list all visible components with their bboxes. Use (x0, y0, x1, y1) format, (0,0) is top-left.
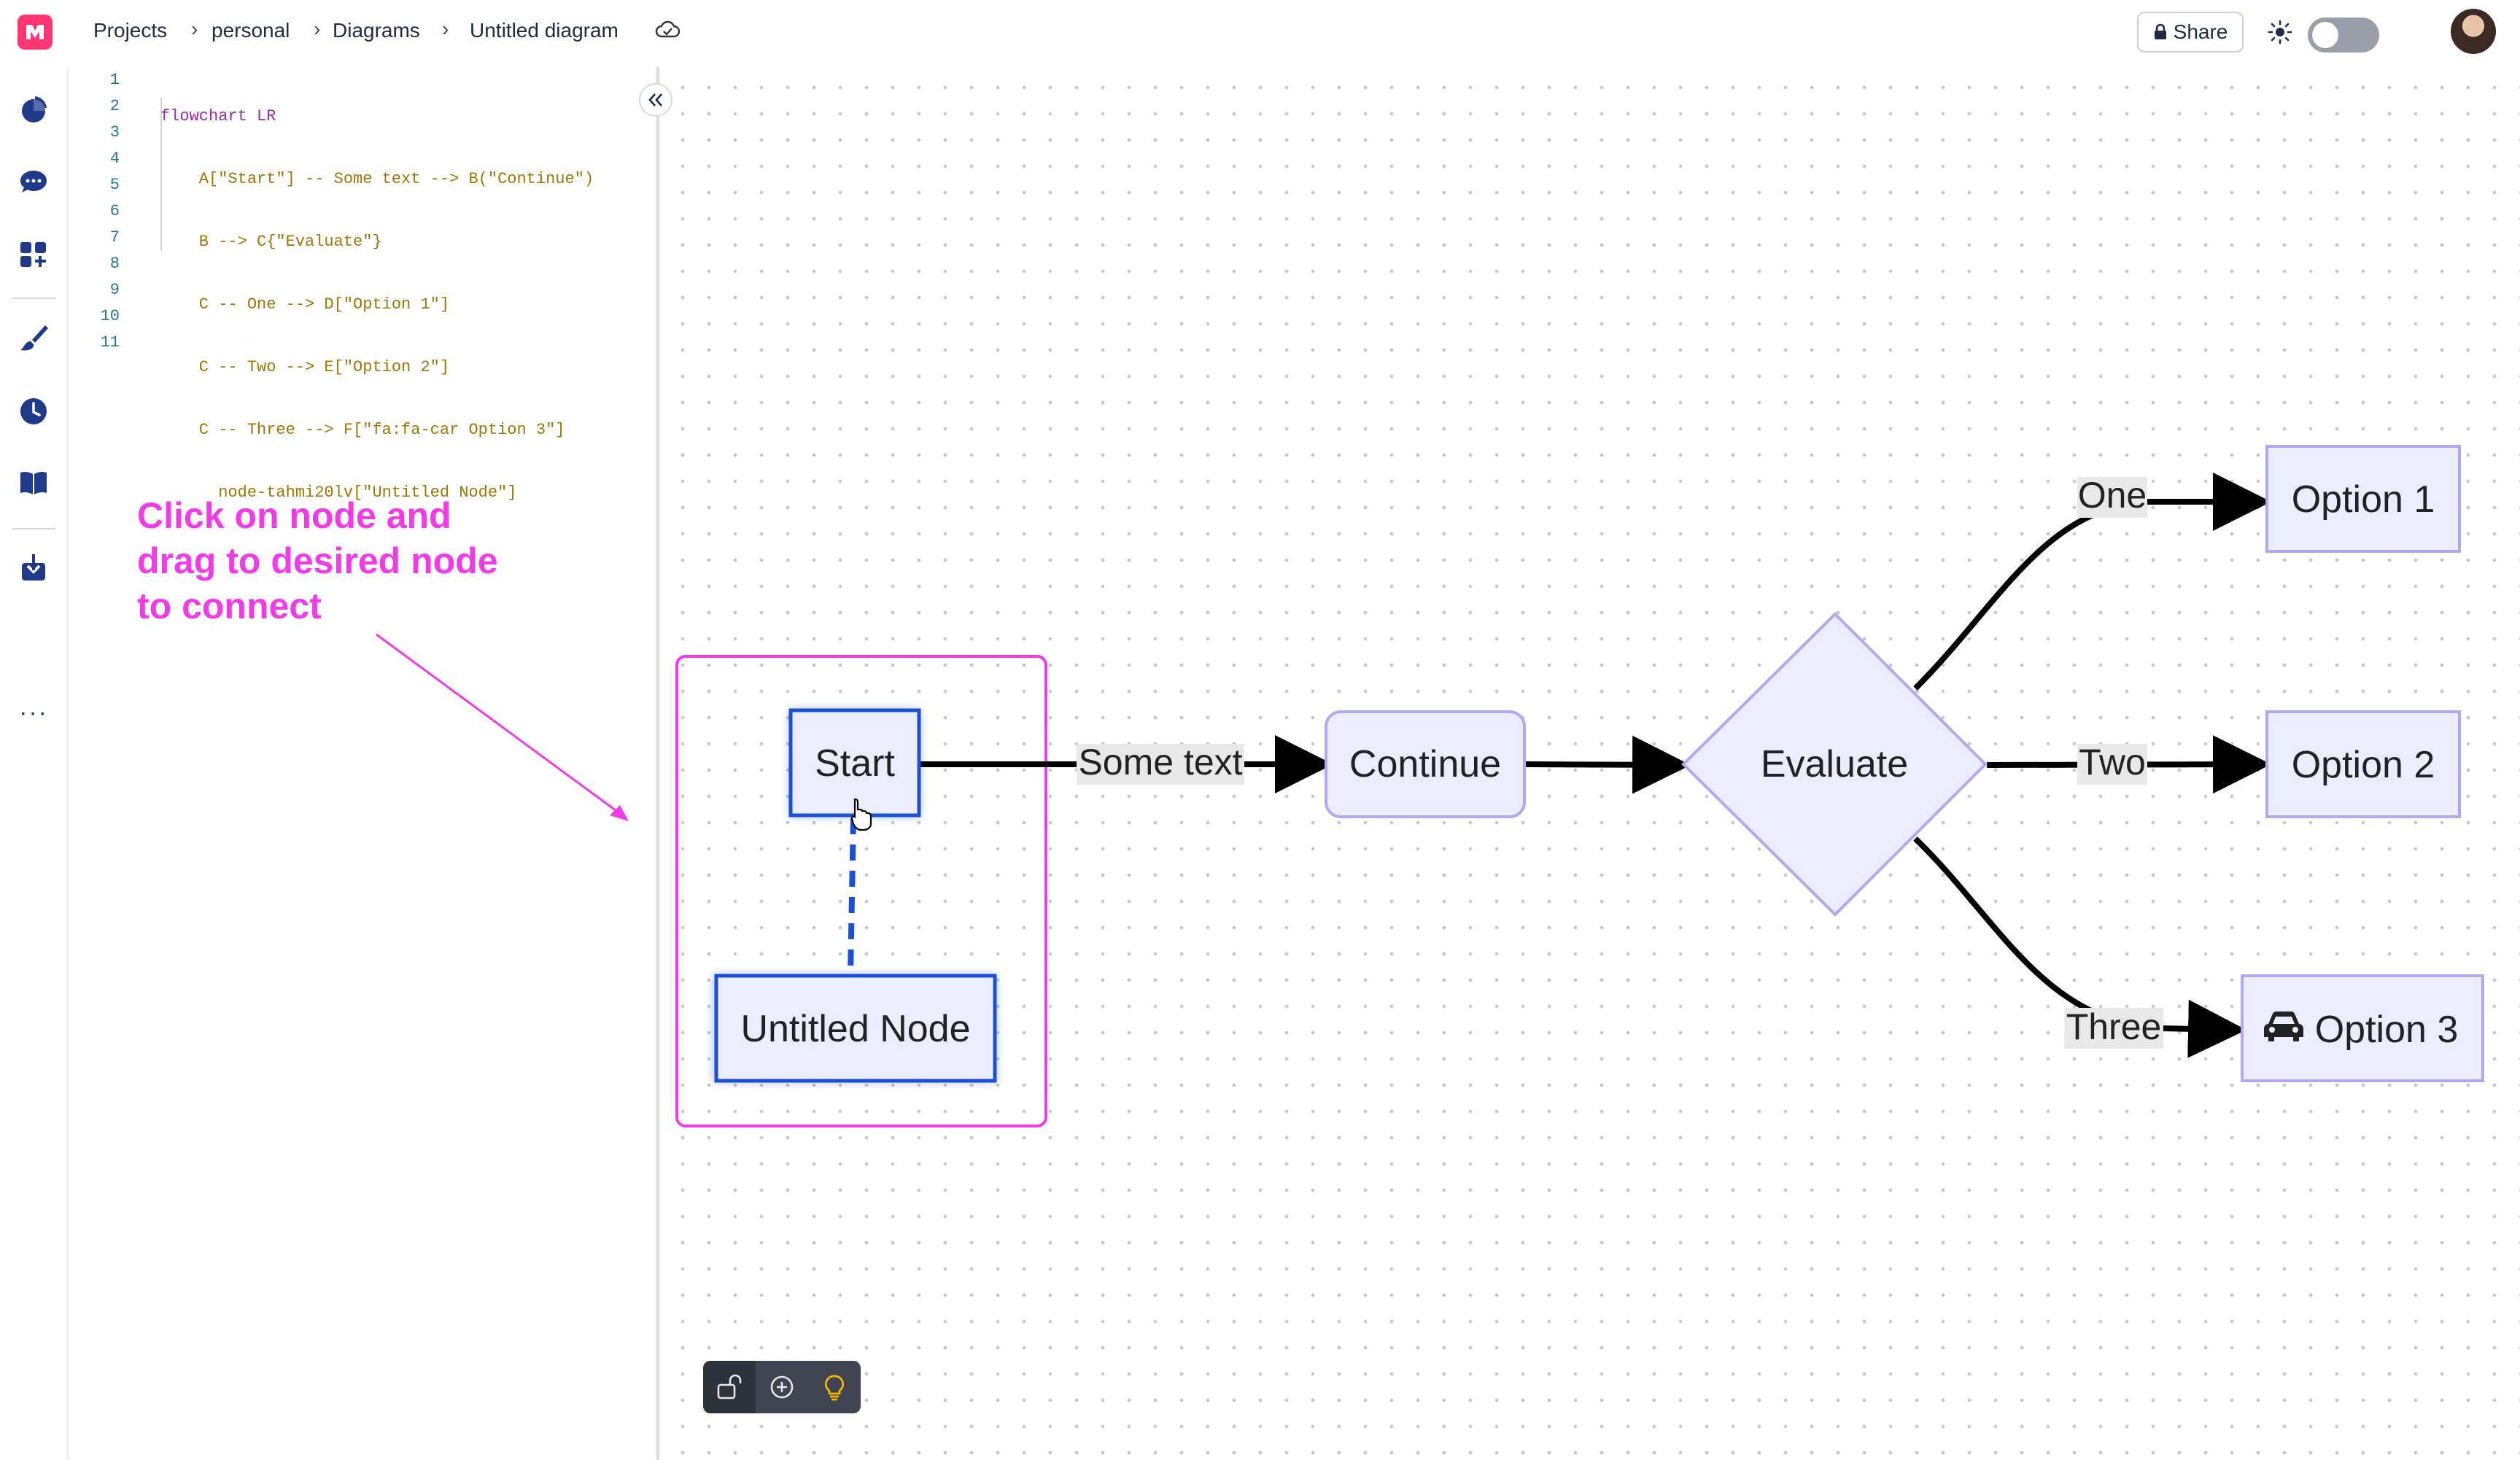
edge-label-bg (2077, 477, 2147, 518)
panel-divider[interactable] (656, 67, 659, 1460)
code-lines[interactable]: flowchart LR A["Start"] -- Some text -->… (160, 67, 594, 775)
double-chevron-left-icon (648, 93, 662, 106)
zoom-fit-button[interactable] (756, 1361, 808, 1413)
connector-drag-line[interactable] (848, 818, 856, 975)
canvas-toolbar (703, 1361, 861, 1413)
avatar[interactable] (2451, 9, 2496, 54)
code-line[interactable]: C -- Two --> E["Option 2"] (160, 358, 450, 376)
lightbulb-icon (824, 1375, 845, 1401)
flowchart-diagram[interactable]: Some text One Two Three Start Untitled N… (659, 67, 2520, 1460)
annotation-line: to connect (137, 586, 322, 626)
edge-label-one: One (2078, 475, 2147, 516)
node-option-1[interactable] (2265, 445, 2461, 553)
edge-label-some-text: Some text (1078, 742, 1242, 783)
toggle-knob (2312, 22, 2338, 48)
line-number: 8 (109, 255, 120, 273)
line-number: 4 (109, 150, 120, 168)
node-evaluate-label: Evaluate (1761, 743, 1908, 785)
code-editor[interactable] (69, 67, 656, 1460)
tips-button[interactable] (808, 1361, 861, 1413)
history-icon[interactable] (18, 395, 50, 427)
node-option-2-label: Option 2 (2292, 744, 2435, 786)
line-number: 6 (109, 202, 120, 220)
book-icon[interactable] (18, 467, 50, 499)
code-line[interactable]: node-tahmi20lv["Untitled Node"] (160, 484, 517, 502)
breadcrumb-separator: › (442, 18, 449, 40)
edge-label-bg (2077, 744, 2147, 785)
edge-continue-evaluate[interactable] (1525, 735, 1691, 794)
breadcrumb-personal[interactable]: personal (212, 19, 290, 42)
chat-icon[interactable] (18, 166, 50, 198)
node-option-3-label: Option 3 (2315, 1009, 2459, 1051)
cloud-sync-icon (655, 18, 681, 46)
code-line[interactable]: C -- Three --> F["fa:fa-car Option 3"] (160, 421, 565, 439)
moon-icon (2391, 19, 2417, 49)
more-icon[interactable]: ··· (19, 699, 48, 726)
annotation-line: Click on node and (137, 495, 451, 536)
node-continue-label: Continue (1349, 743, 1501, 785)
edge-evaluate-option1[interactable] (1913, 473, 2271, 691)
share-button[interactable]: Share (2137, 12, 2244, 53)
theme-toggle[interactable] (2308, 18, 2379, 53)
annotation-line: drag to desired node (137, 540, 498, 581)
edge-label-three: Three (2066, 1006, 2162, 1047)
annotation-arrow (376, 633, 629, 821)
divider (12, 528, 55, 529)
indent-guide (160, 98, 162, 251)
breadcrumb-separator: › (314, 18, 321, 40)
node-evaluate[interactable] (1681, 612, 1988, 917)
diagram-canvas[interactable]: Some text One Two Three Start Untitled N… (659, 67, 2520, 1460)
edge-label-two: Two (2079, 742, 2146, 783)
add-widget-icon[interactable] (18, 238, 50, 270)
code-line[interactable]: C -- One --> D["Option 1"] (160, 295, 450, 314)
breadcrumb-separator: › (191, 18, 198, 40)
lock-icon (2154, 23, 2166, 39)
diagram-title[interactable]: Untitled diagram (470, 19, 619, 42)
line-number: 10 (100, 307, 120, 325)
line-gutter: 1 2 3 4 5 6 7 8 9 10 11 (69, 67, 127, 356)
divider (12, 298, 55, 299)
line-number: 11 (100, 333, 120, 352)
unlock-icon (717, 1374, 742, 1399)
pie-chart-icon[interactable] (18, 93, 50, 125)
selection-group[interactable] (675, 655, 1047, 1127)
line-number: 7 (109, 228, 120, 246)
logo-icon[interactable] (18, 15, 53, 50)
zoom-fit-icon (770, 1375, 794, 1399)
lock-toggle-button[interactable] (703, 1361, 756, 1413)
download-icon[interactable] (18, 551, 50, 583)
collapse-editor-button[interactable] (639, 83, 672, 117)
line-number: 1 (109, 71, 120, 89)
share-label: Share (2173, 20, 2228, 43)
code-line[interactable]: flowchart LR (160, 107, 276, 125)
node-untitled-label: Untitled Node (740, 1008, 970, 1050)
line-number: 9 (109, 281, 120, 299)
sidebar: ··· (0, 67, 69, 1460)
instruction-annotation: Click on node and drag to desired node t… (137, 493, 516, 629)
node-untitled[interactable] (714, 974, 997, 1083)
node-continue[interactable] (1325, 710, 1526, 818)
node-option-2[interactable] (2265, 710, 2461, 818)
brush-icon[interactable] (18, 322, 50, 354)
breadcrumb-projects[interactable]: Projects (93, 19, 168, 42)
node-start-label: Start (815, 742, 895, 785)
line-number: 5 (109, 176, 120, 194)
line-number: 3 (109, 123, 120, 141)
breadcrumb-diagrams[interactable]: Diagrams (333, 19, 420, 42)
code-line[interactable]: B --> C{"Evaluate"} (160, 233, 382, 251)
edge-label-bg (2064, 1008, 2163, 1049)
top-bar: Projects › personal › Diagrams › Untitle… (0, 0, 2520, 69)
hand-cursor-icon (850, 798, 872, 831)
car-icon (2264, 1011, 2303, 1041)
edge-evaluate-option3[interactable] (1913, 836, 2246, 1058)
edge-label-bg (1077, 744, 1244, 785)
sun-icon (2267, 19, 2293, 49)
code-line[interactable]: A["Start"] -- Some text --> B("Continue"… (160, 170, 594, 188)
line-number: 2 (109, 97, 120, 115)
node-option-1-label: Option 1 (2292, 478, 2435, 521)
